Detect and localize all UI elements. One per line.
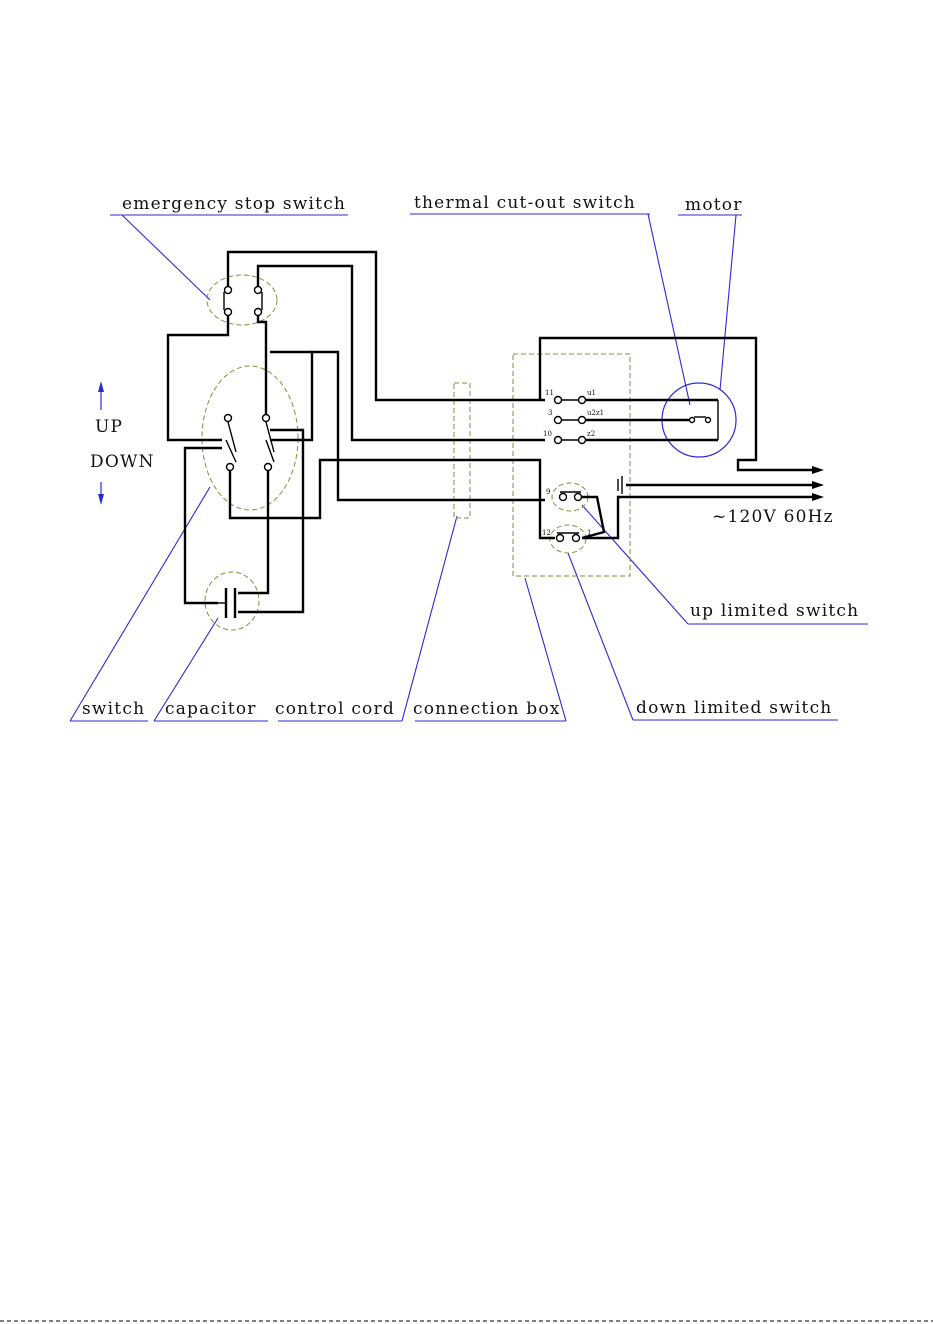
switch-terminal	[227, 464, 234, 471]
connection-box-enclosure	[513, 354, 630, 576]
wire-cap-left	[185, 448, 222, 603]
down-limited-switch-label: down limited switch	[636, 698, 832, 718]
leader-control-cord	[402, 516, 457, 721]
up-down-switch	[225, 415, 275, 471]
terminal-label-z2: z2	[587, 430, 595, 438]
terminal-label-12: 12	[542, 529, 551, 537]
terminal-z2	[579, 437, 586, 444]
terminal-label-1: 1	[587, 529, 591, 537]
motor-label: motor	[685, 195, 743, 215]
thermal-switch-terminal	[690, 418, 695, 423]
direction-arrows	[98, 381, 104, 505]
estop-terminal	[225, 287, 232, 294]
emergency-stop-enclosure	[207, 275, 277, 325]
voltage-label: ~120V 60Hz	[712, 507, 834, 527]
switch-blade-right-top	[266, 422, 274, 452]
up-limit-terminal	[560, 494, 567, 501]
leader-up-limited	[582, 505, 688, 624]
down-label: DOWN	[90, 452, 155, 472]
switch-terminal	[265, 464, 272, 471]
emergency-stop-switch-label: emergency stop switch	[122, 194, 346, 214]
capacitor-enclosure	[205, 572, 259, 630]
estop-terminal	[225, 309, 232, 316]
leader-emergency-stop	[122, 215, 210, 300]
switch-blade-left-bottom	[226, 440, 236, 462]
enclosures	[202, 275, 736, 630]
switch-terminal	[225, 415, 232, 422]
output-arrow-3	[812, 493, 824, 501]
terminal-label-11: 11	[545, 389, 554, 397]
capacitor	[218, 588, 235, 618]
terminal-10	[555, 437, 562, 444]
thermal-cutout-switch-label: thermal cut-out switch	[414, 193, 636, 213]
leader-lines	[70, 214, 736, 721]
terminal-3	[555, 417, 562, 424]
terminal-u1	[579, 397, 586, 404]
down-arrow-icon	[98, 494, 104, 505]
terminal-label-9: 9	[546, 488, 550, 496]
wire-estop-switch-right	[258, 312, 266, 418]
label-group: emergency stop switch thermal cut-out sw…	[70, 193, 868, 721]
motor-internals	[690, 400, 719, 440]
wire-11	[228, 252, 545, 400]
estop-terminal	[255, 309, 262, 316]
emergency-stop-switch	[224, 287, 262, 316]
switch-enclosure	[202, 366, 298, 510]
up-limit-terminal	[575, 494, 582, 501]
down-limit-terminal	[557, 535, 564, 542]
down-limit-terminal	[573, 535, 580, 542]
wire-estop-switch-left	[168, 312, 228, 440]
leader-down-limited	[568, 553, 633, 720]
output-arrow-1	[812, 466, 824, 474]
estop-terminal	[255, 287, 262, 294]
switch-blade-right-bottom	[266, 440, 274, 462]
up-label: UP	[95, 417, 123, 437]
control-cord-enclosure	[454, 383, 470, 518]
terminal-label-u2z1: u2z1	[587, 409, 604, 417]
leader-thermal	[648, 214, 690, 405]
leader-motor	[720, 215, 736, 390]
wire-cap-right-bottom	[238, 430, 303, 612]
thermal-switch-terminal	[706, 418, 711, 423]
connection-box-label: connection box	[413, 699, 561, 719]
switch-terminal	[263, 415, 270, 422]
terminal-11	[555, 397, 562, 404]
output-arrow-2	[812, 481, 824, 489]
wire-cap-right-top	[238, 470, 268, 593]
terminal-label-u1: u1	[587, 389, 596, 397]
switch-label: switch	[82, 699, 145, 719]
up-limited-switch-label: up limited switch	[690, 601, 859, 621]
terminal-u2z1	[579, 417, 586, 424]
wire-9	[270, 352, 545, 500]
down-limited-enclosure	[550, 525, 586, 553]
terminal-label-10: 10	[543, 430, 552, 438]
wires	[168, 252, 812, 612]
output-arrows	[812, 466, 824, 501]
up-arrow-icon	[98, 381, 104, 392]
terminal-label-3: 3	[548, 409, 552, 417]
control-cord-label: control cord	[275, 699, 395, 719]
capacitor-label: capacitor	[165, 699, 257, 719]
